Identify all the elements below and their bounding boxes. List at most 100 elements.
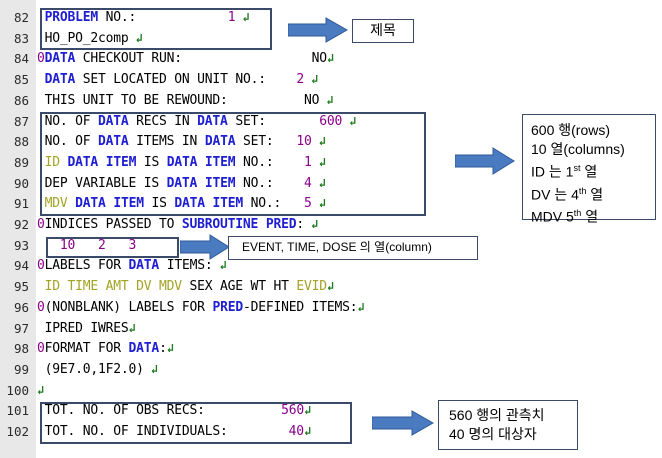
- code-token: RECS IN: [128, 113, 198, 129]
- line-number: 84: [13, 51, 29, 67]
- line-number: 86: [13, 92, 29, 108]
- code-token: TOT. NO. OF OBS RECS:: [37, 403, 205, 419]
- code-text: MDV DATA ITEM IS DATA ITEM NO.: 5 ↲: [37, 193, 326, 214]
- code-token: NO. OF: [37, 113, 99, 129]
- arrow-to-indices-note-icon: [180, 234, 230, 260]
- line-number: 93: [13, 237, 29, 253]
- code-token: DATA: [128, 258, 160, 274]
- code-token: 1: [273, 154, 312, 170]
- code-line[interactable]: 90 DEP VARIABLE IS DATA ITEM NO.: 4 ↲: [0, 173, 662, 194]
- return-icon: ↲: [326, 51, 334, 66]
- line-number: 82: [13, 10, 29, 25]
- code-token: [37, 72, 45, 87]
- code-line[interactable]: 85 DATA SET LOCATED ON UNIT NO.: 2 ↲: [0, 69, 662, 90]
- totals-note-ind: 40 명의 대상자: [449, 426, 537, 442]
- line-number: 90: [13, 175, 29, 191]
- code-token: NO.:: [98, 10, 137, 25]
- code-token: 2: [265, 72, 304, 88]
- code-line[interactable]: 101 TOT. NO. OF OBS RECS: 560↲: [0, 400, 662, 421]
- code-token: 3: [105, 237, 137, 253]
- line-number: 98: [13, 341, 29, 357]
- line-number: 92: [13, 217, 29, 232]
- line-number: 87: [13, 113, 29, 129]
- code-text: 0INDICES PASSED TO SUBROUTINE PRED: ↲: [37, 214, 318, 235]
- code-text: IPRED IWRES↲: [37, 318, 136, 339]
- code-line[interactable]: 100 ↲: [0, 380, 662, 401]
- code-token: ID TIME AMT DV MDV: [44, 279, 182, 295]
- return-icon: ↲: [212, 258, 227, 273]
- code-token: LABELS FOR: [44, 258, 129, 274]
- code-token: NO: [227, 92, 320, 108]
- line-number: 95: [13, 279, 29, 295]
- code-token: 0: [37, 51, 45, 67]
- code-line[interactable]: 88 NO. OF DATA ITEMS IN DATA SET: 10 ↲: [0, 131, 662, 152]
- code-line[interactable]: 84 0DATA CHECKOUT RUN: NO↲: [0, 48, 662, 69]
- code-line[interactable]: 99 (9E7.0,1F2.0) ↲: [0, 359, 662, 380]
- code-token: ID: [44, 154, 60, 170]
- code-token: ITEM: [113, 196, 144, 212]
- code-token: 600: [265, 113, 343, 129]
- code-token: ITEMS:: [159, 258, 213, 274]
- code-text: 0DATA CHECKOUT RUN: NO↲: [37, 48, 334, 69]
- line-number: 100: [6, 382, 29, 398]
- code-token: NO.:: [235, 175, 274, 191]
- code-token: PROBLEM: [44, 10, 99, 25]
- code-text: 0FORMAT FOR DATA:↲: [37, 338, 174, 359]
- code-line[interactable]: 89 ID DATA ITEM IS DATA ITEM NO.: 1 ↲: [0, 152, 662, 173]
- arrow-to-title-icon: [288, 17, 348, 43]
- dataset-note-mdv: MDV 5th 열: [531, 208, 599, 225]
- code-token: [37, 279, 45, 294]
- code-token: MDV: [44, 196, 68, 212]
- line-number: 102: [6, 424, 29, 439]
- code-token: DATA: [75, 196, 106, 212]
- return-icon: ↲: [143, 361, 158, 376]
- return-icon: ↲: [326, 279, 334, 294]
- code-line[interactable]: 91 MDV DATA ITEM IS DATA ITEM NO.: 5 ↲: [0, 193, 662, 214]
- code-line[interactable]: 83 HO_PO_2comp ↲: [0, 28, 662, 49]
- code-token: ITEMS IN: [128, 134, 205, 150]
- code-line[interactable]: 97 IPRED IWRES↲: [0, 318, 662, 339]
- return-icon: ↲: [311, 134, 326, 149]
- code-line[interactable]: 92 0INDICES PASSED TO SUBROUTINE PRED: ↲: [0, 214, 662, 235]
- code-text: NO. OF DATA RECS IN DATA SET: 600 ↲: [37, 111, 357, 132]
- code-text: HO_PO_2comp ↲: [37, 28, 143, 49]
- code-token: 560: [204, 403, 304, 419]
- code-token: DATA: [128, 341, 160, 357]
- code-token: 10: [273, 134, 312, 150]
- dataset-note: 600 행(rows) 10 열(columns) ID 는 1st 열 DV …: [522, 114, 656, 225]
- return-icon: ↲: [235, 10, 250, 24]
- code-token: DATA: [166, 154, 198, 170]
- code-line[interactable]: 82 PROBLEM NO.: 1 ↲: [0, 7, 662, 28]
- code-token: IS: [143, 196, 175, 212]
- code-text: PROBLEM NO.: 1 ↲: [37, 7, 250, 28]
- code-token: HO_PO_2comp: [37, 30, 129, 46]
- code-token: IS: [136, 154, 167, 170]
- indices-note: EVENT, TIME, DOSE 의 열(column): [228, 236, 478, 260]
- code-text: TOT. NO. OF INDIVIDUALS: 40↲: [37, 421, 312, 442]
- line-number-gutter: [0, 0, 36, 458]
- code-line[interactable]: 87 NO. OF DATA RECS IN DATA SET: 600 ↲: [0, 111, 662, 132]
- code-line[interactable]: 102 TOT. NO. OF INDIVIDUALS: 40↲: [0, 421, 662, 442]
- code-token: NO. OF: [37, 134, 99, 150]
- code-token: DATA: [44, 51, 76, 67]
- problem-highlight-box: [40, 8, 272, 50]
- code-line[interactable]: 98 0FORMAT FOR DATA:↲: [0, 338, 662, 359]
- totals-highlight-box: [40, 402, 352, 444]
- code-text: TOT. NO. OF OBS RECS: 560↲: [37, 400, 312, 421]
- code-line[interactable]: 86 THIS UNIT TO BE REWOUND: NO ↲: [0, 90, 662, 111]
- code-token: 2: [75, 237, 106, 253]
- return-icon: ↲: [37, 382, 45, 397]
- code-token: 0: [37, 217, 45, 232]
- line-number: 83: [13, 30, 29, 46]
- return-icon: ↲: [166, 341, 174, 356]
- return-icon: ↲: [342, 113, 357, 128]
- line-number: 101: [6, 403, 29, 419]
- code-token: SET:: [235, 134, 274, 150]
- code-text: ↲: [37, 380, 44, 401]
- code-line[interactable]: 95 ID TIME AMT DV MDV SEX AGE WT HT EVID…: [0, 276, 662, 297]
- code-token: 1: [136, 10, 236, 25]
- code-token: DATA: [197, 113, 228, 129]
- code-token: 0: [37, 299, 45, 315]
